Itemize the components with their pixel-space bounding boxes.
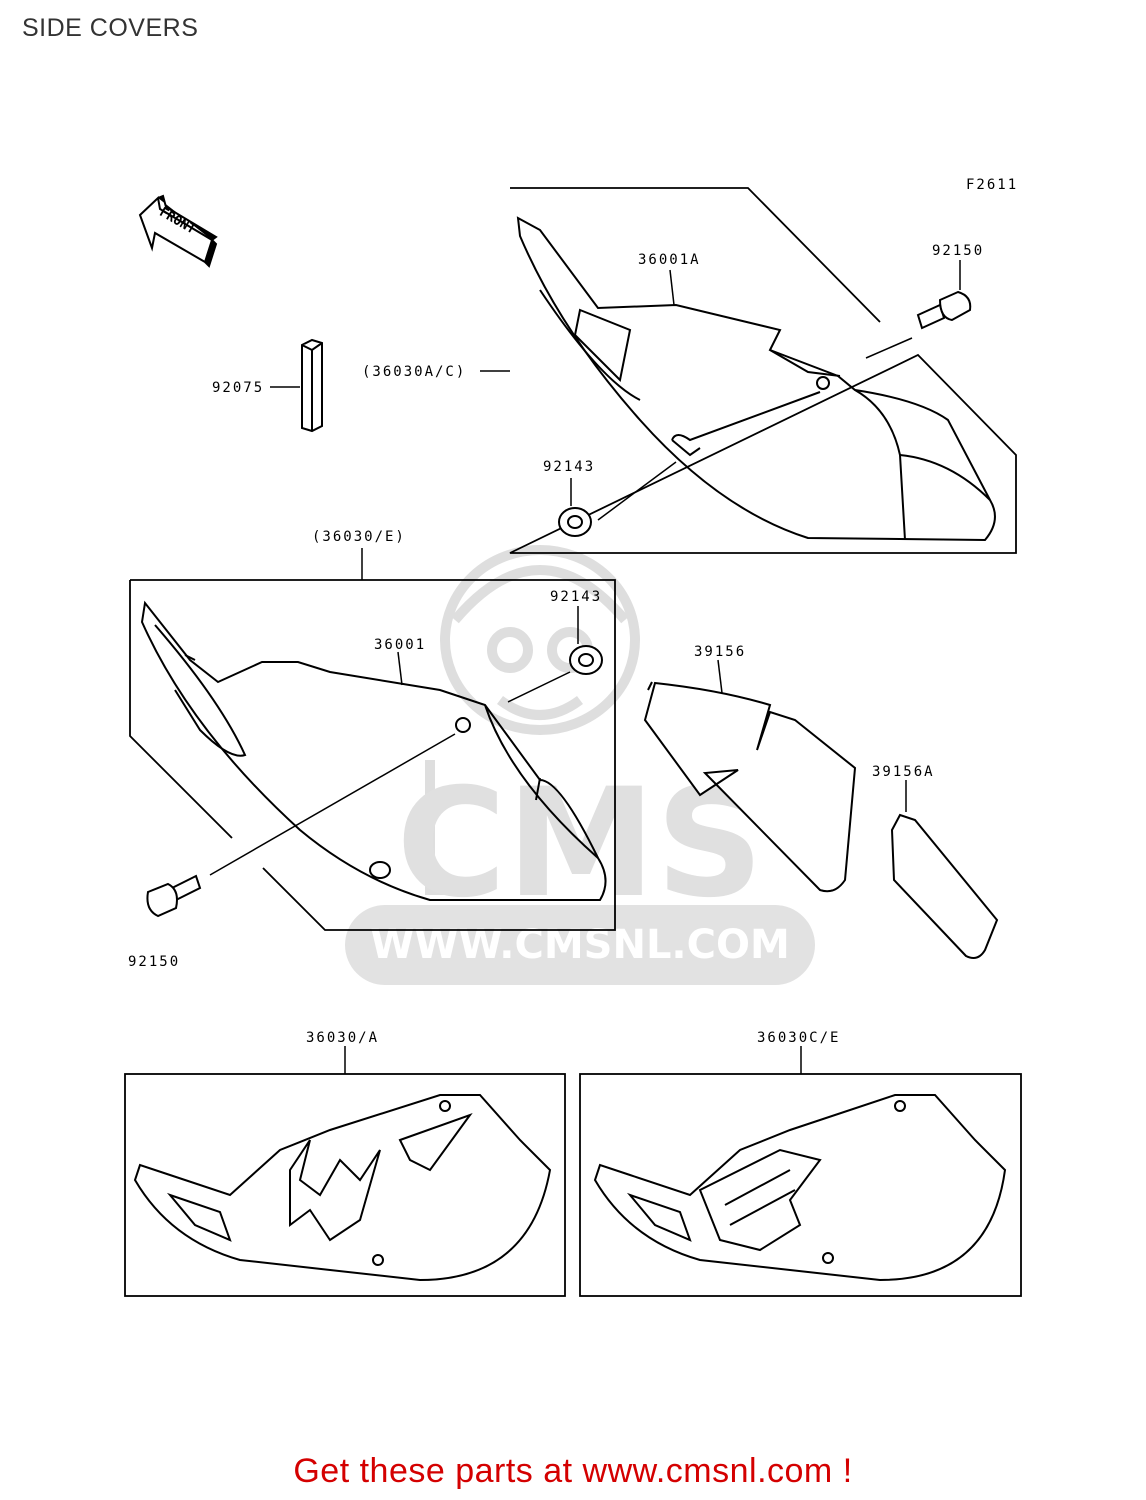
page-title: SIDE COVERS bbox=[22, 14, 199, 42]
frame-36030E bbox=[129, 579, 616, 931]
watermark-mascot-icon bbox=[425, 545, 640, 895]
side-cover-36001 bbox=[140, 600, 607, 901]
strip-92075 bbox=[301, 338, 323, 433]
side-cover-36030CE bbox=[593, 1094, 1007, 1282]
label-36001: 36001 bbox=[374, 637, 426, 653]
label-39156: 39156 bbox=[694, 644, 746, 660]
label-36001A: 36001A bbox=[638, 252, 701, 268]
watermark-url: WWW.CMSNL.COM bbox=[370, 922, 790, 968]
watermark bbox=[345, 545, 815, 985]
label-36030A: 36030/A bbox=[306, 1030, 379, 1046]
label-92075: 92075 bbox=[212, 380, 264, 396]
label-36030AC: (36030A/C) bbox=[362, 364, 466, 380]
grommet-92143-mid bbox=[569, 645, 603, 675]
side-cover-36001A bbox=[516, 216, 996, 542]
label-92143-mid: 92143 bbox=[550, 589, 602, 605]
decal-39156A bbox=[890, 813, 999, 959]
label-92150-top: 92150 bbox=[932, 243, 984, 259]
grommet-92143-top bbox=[558, 507, 592, 537]
footer-cta-link[interactable]: Get these parts at www.cmsnl.com ! bbox=[293, 1452, 853, 1490]
figure-code: F2611 bbox=[966, 177, 1018, 193]
frame-36030AC bbox=[509, 187, 1017, 554]
side-cover-36030A bbox=[133, 1094, 552, 1282]
decal-39156 bbox=[643, 681, 857, 893]
front-arrow-icon bbox=[138, 194, 218, 268]
label-92143-top: 92143 bbox=[543, 459, 595, 475]
frame-36030A bbox=[124, 1073, 566, 1297]
label-39156A: 39156A bbox=[872, 764, 935, 780]
label-36030CE: 36030C/E bbox=[757, 1030, 840, 1046]
label-92150-bottom: 92150 bbox=[128, 954, 180, 970]
bolt-92150-top bbox=[916, 290, 972, 330]
watermark-url-bar bbox=[345, 905, 815, 985]
label-36030E: (36030/E) bbox=[312, 529, 406, 545]
bolt-92150-bottom bbox=[146, 874, 202, 918]
